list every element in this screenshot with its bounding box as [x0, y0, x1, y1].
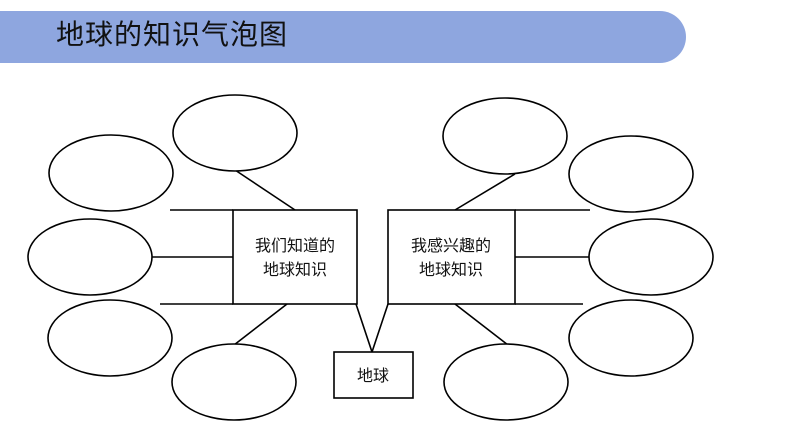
left-bubble-upper: [48, 134, 174, 212]
left-bubble-lower: [47, 299, 173, 377]
connector-right-bottom: [454, 303, 509, 346]
connector-right-top: [454, 173, 516, 211]
left-bubble-top: [172, 94, 298, 172]
center-topic-box: [333, 351, 414, 399]
left-topic-box: [232, 209, 358, 305]
page-title: 地球的知识气泡图: [56, 18, 289, 51]
right-box-line1: 我感兴趣的: [411, 236, 491, 255]
left-box-line2: 地球知识: [263, 260, 327, 279]
left-bubble-bottom: [171, 343, 297, 421]
right-topic-box: [387, 209, 516, 305]
title-bar: [0, 11, 686, 63]
left-box-line1: 我们知道的: [255, 236, 335, 255]
left-bubble-middle: [27, 218, 153, 296]
right-bubble-upper: [568, 135, 694, 213]
connector-left-top: [234, 169, 296, 211]
connector-left-bottom: [233, 303, 288, 346]
center-box-label: 地球: [357, 366, 389, 385]
right-bubble-bottom: [443, 343, 569, 421]
right-bubble-top: [442, 97, 568, 175]
connector-center-right: [371, 303, 389, 353]
right-box-line2: 地球知识: [419, 260, 483, 279]
right-bubble-middle: [588, 218, 714, 296]
right-bubble-lower: [568, 299, 694, 377]
connector-center-left: [355, 303, 373, 353]
